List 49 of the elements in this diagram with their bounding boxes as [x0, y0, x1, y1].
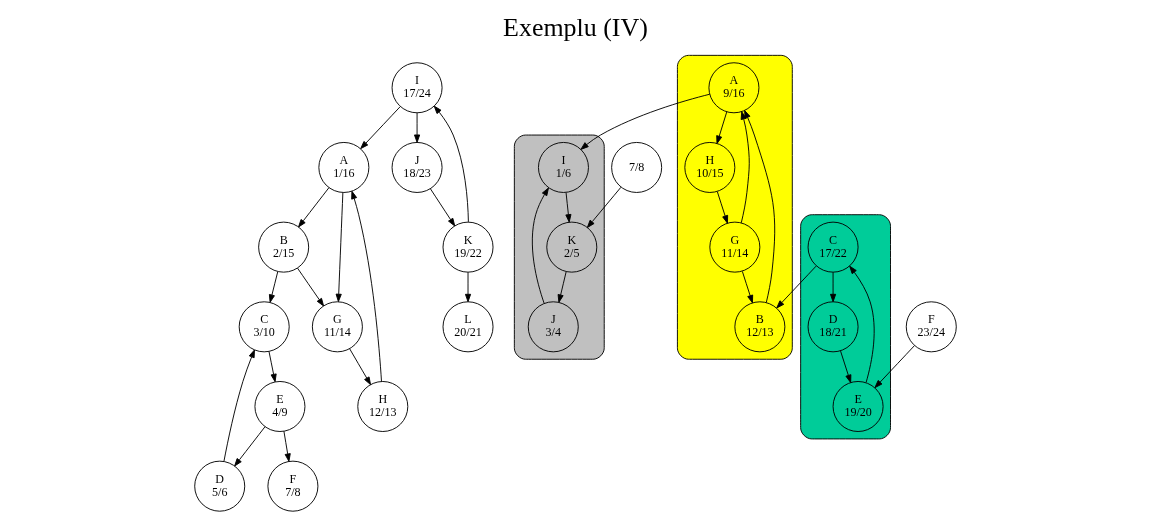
- node-circle: D 18/21: [807, 301, 859, 353]
- arrow: [715, 111, 727, 144]
- diagram-title: Exemplu (IV): [502, 13, 648, 43]
- arrow: [296, 267, 324, 307]
- cluster: [799, 214, 891, 440]
- cluster: [513, 134, 605, 360]
- node-circle: G 11/14: [708, 221, 760, 273]
- arrow: [874, 345, 915, 389]
- arrow: [564, 192, 571, 223]
- arrow: [297, 187, 329, 228]
- node-circle: J 18/23: [391, 141, 443, 193]
- cluster: [676, 54, 793, 360]
- arrow: [464, 271, 471, 303]
- node-circle: F 23/24: [905, 301, 957, 353]
- arrow: [348, 348, 371, 386]
- node-circle: A 9/16: [707, 62, 759, 114]
- arrow: [579, 93, 710, 150]
- arrow: [222, 349, 255, 462]
- node-circle: K 19/22: [442, 221, 493, 273]
- arrow: [335, 192, 343, 303]
- arrow: [743, 110, 775, 303]
- arrow: [268, 351, 277, 383]
- arrow: [233, 426, 266, 467]
- arrow: [268, 271, 278, 303]
- arrow: [741, 270, 753, 304]
- arrow: [775, 265, 817, 309]
- node-circle: H 12/13: [356, 381, 408, 432]
- arrow: [359, 106, 401, 150]
- node-circle: G 11/14: [311, 301, 363, 353]
- arrow: [839, 350, 851, 383]
- arrow: [429, 188, 455, 227]
- node-circle: H 10/15: [683, 141, 735, 193]
- arrow: [531, 187, 549, 304]
- arrow: [829, 271, 836, 303]
- arrow: [740, 111, 750, 224]
- node-circle: L 20/21: [442, 301, 493, 353]
- node-circle: 7/8: [610, 141, 662, 193]
- arrow: [433, 105, 469, 223]
- arrow: [586, 186, 621, 228]
- arrow: [413, 112, 420, 143]
- node-circle: J 3/4: [527, 301, 579, 353]
- arrow: [557, 271, 567, 303]
- arrow: [282, 430, 291, 462]
- arrow: [848, 265, 875, 383]
- node-circle: E 4/9: [253, 381, 305, 432]
- node-circle: C 3/10: [238, 301, 290, 353]
- node-circle: F 7/8: [266, 460, 318, 512]
- arrow: [350, 190, 382, 382]
- arrow: [716, 191, 728, 224]
